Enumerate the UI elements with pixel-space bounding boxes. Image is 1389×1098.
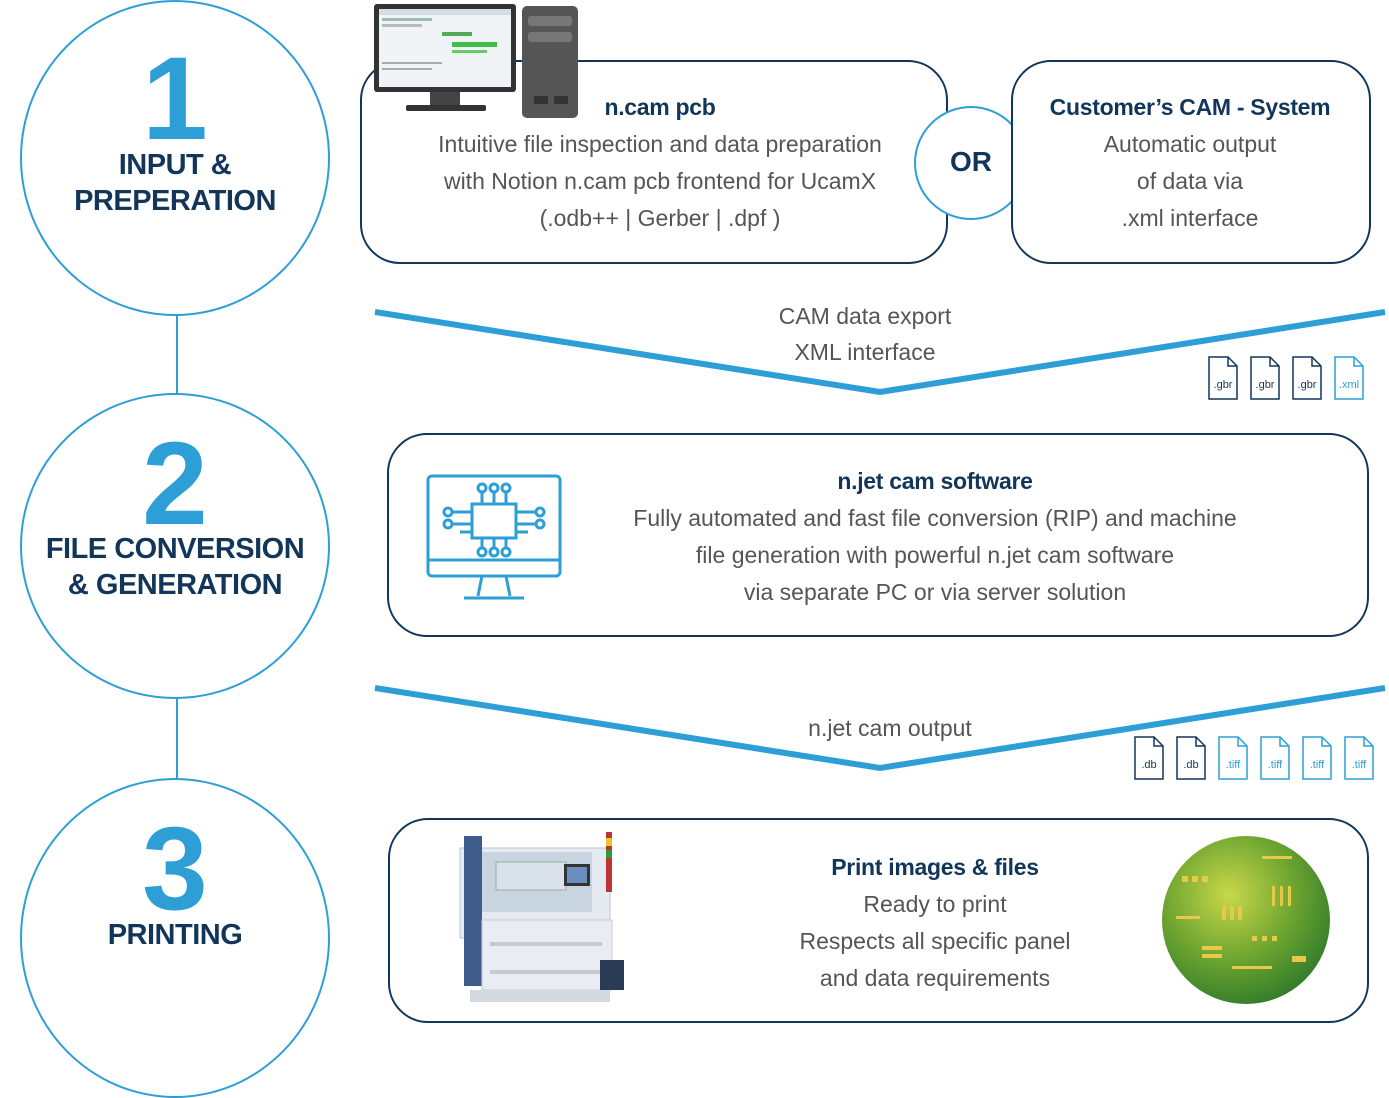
step-3-number: 3 [142, 803, 208, 935]
file-ext-label: .tiff [1267, 759, 1283, 771]
arrow-1-chevron [374, 309, 1386, 396]
step-2-number: 2 [142, 418, 208, 550]
or-label: OR [950, 146, 992, 177]
file-ext-label: .db [1183, 759, 1199, 771]
printer-machine-image [440, 830, 630, 1016]
computer-tower-icon [372, 2, 582, 120]
file-icon: .tiff [1344, 736, 1374, 780]
file-icon: .db [1134, 736, 1164, 780]
step-3-circle: 3 PRINTING [20, 778, 330, 1098]
file-ext-label: .db [1141, 759, 1157, 771]
pcb-board-image [1162, 836, 1330, 1004]
print-text: Ready to print Respects all specific pan… [799, 891, 1071, 991]
connector-1-2 [176, 314, 178, 394]
customer-cam-box [1011, 60, 1371, 264]
step-2-circle: 2 FILE CONVERSION & GENERATION [20, 393, 330, 699]
file-icon: .gbr [1250, 356, 1280, 400]
file-icon: .tiff [1260, 736, 1290, 780]
file-icon: .tiff [1218, 736, 1248, 780]
file-ext-label: .xml [1338, 379, 1360, 391]
njet-text: Fully automated and fast file conversion… [633, 505, 1237, 605]
file-icon: .gbr [1292, 356, 1322, 400]
file-icon: .tiff [1302, 736, 1332, 780]
file-ext-label: .tiff [1309, 759, 1325, 771]
step-1-title: INPUT & PREPERATION [74, 149, 276, 217]
step-3-title: PRINTING [107, 919, 243, 951]
step-2-title: FILE CONVERSION & GENERATION [45, 533, 305, 601]
arrow-1-label: CAM data export XML interface [778, 303, 952, 365]
file-ext-label: .gbr [1255, 379, 1275, 391]
file-icon: .db [1176, 736, 1206, 780]
njet-box [387, 433, 1369, 637]
file-ext-label: .gbr [1297, 379, 1317, 391]
step-1-number: 1 [142, 33, 208, 165]
step-1-circle: 1 INPUT & PREPERATION [20, 0, 330, 316]
print-title: Print images & files [831, 854, 1039, 880]
file-ext-label: .gbr [1213, 379, 1233, 391]
file-icon: .gbr [1208, 356, 1238, 400]
file-icon: .xml [1334, 356, 1364, 400]
customer-cam-text: Automatic output of data via .xml interf… [1103, 131, 1277, 231]
chip-monitor-icon [424, 472, 564, 612]
ncam-text: Intuitive file inspection and data prepa… [438, 131, 882, 231]
arrow-2-label: n.jet cam output [808, 715, 972, 741]
njet-title: n.jet cam software [837, 468, 1033, 494]
or-circle: OR [914, 106, 1028, 220]
connector-2-3 [176, 697, 178, 779]
ncam-title: n.cam pcb [604, 94, 716, 120]
arrow-2-chevron [374, 685, 1386, 772]
file-ext-label: .tiff [1351, 759, 1367, 771]
customer-cam-title: Customer’s CAM - System [1049, 94, 1331, 120]
file-ext-label: .tiff [1225, 759, 1241, 771]
